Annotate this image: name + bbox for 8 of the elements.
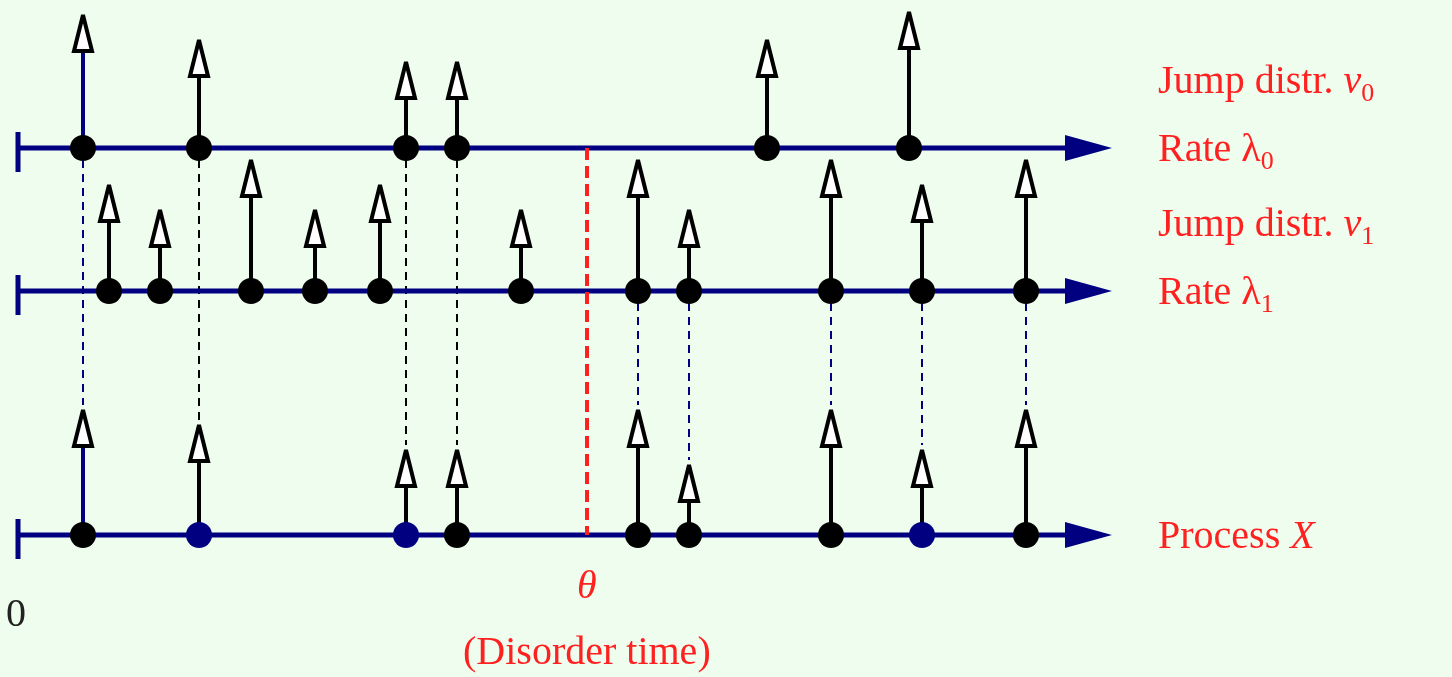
rate-label: Rate λ$_{1}$	[1158, 268, 1274, 314]
disorder-time-caption: (Disorder time)	[463, 628, 711, 674]
process-label: Process X	[1158, 512, 1315, 558]
disorder-time-symbol: θ	[577, 562, 597, 608]
origin-label: 0	[6, 590, 26, 636]
rate-label: Rate λ$_{0}$	[1158, 125, 1274, 171]
jump-distribution-label: Jump distr. ν$_{1}$	[1158, 200, 1375, 246]
jump-distribution-label: Jump distr. ν$_{0}$	[1158, 57, 1375, 103]
